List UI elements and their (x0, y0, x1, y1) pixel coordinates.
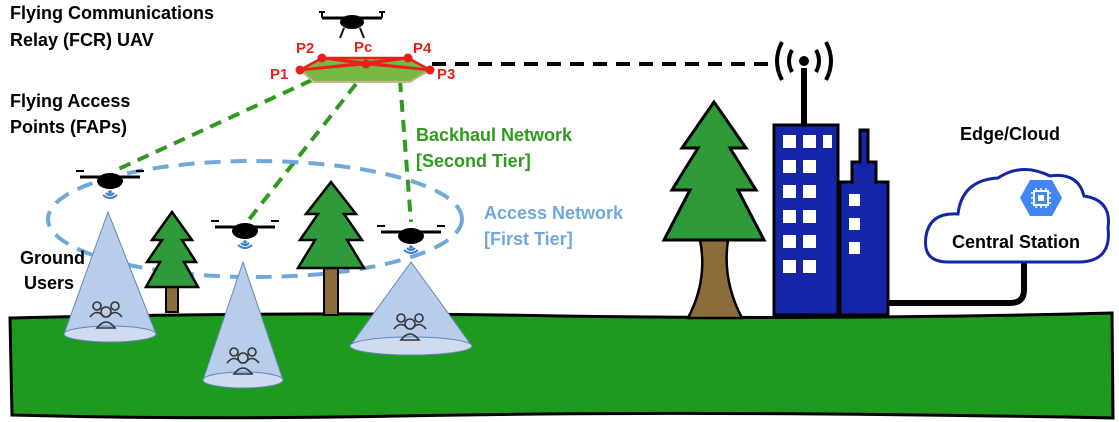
edge-cloud (923, 168, 1110, 264)
edge-cloud-label: Edge/Cloud (960, 124, 1060, 144)
backhaul-link-fap2 (245, 82, 358, 224)
access-label-line2: [First Tier] (484, 229, 573, 249)
access-network-ellipse (46, 159, 464, 279)
label-p3: P3 (437, 66, 455, 83)
label-p1: P1 (270, 66, 288, 83)
ground-users-line1: Ground (20, 248, 85, 268)
fcr-label-line1: Flying Communications (10, 3, 214, 23)
ground (8, 311, 1115, 420)
tree-small-left (143, 209, 201, 313)
coverage-cone-2 (202, 260, 284, 389)
central-station-label: Central Station (952, 232, 1080, 252)
coverage-cone-3 (349, 261, 473, 356)
fap-drone-icon (211, 220, 279, 249)
building-tall (772, 123, 840, 317)
tree-large-right (661, 99, 767, 320)
point-p1 (295, 65, 305, 75)
building-short (838, 128, 890, 317)
backhaul-label-line1: Backhaul Network (416, 125, 573, 145)
label-pc: Pc (354, 39, 372, 56)
ground-users-line2: Users (24, 273, 74, 293)
point-p2 (317, 53, 327, 63)
backhaul-link-fap3 (398, 79, 413, 223)
coverage-cone-1 (63, 210, 157, 343)
label-p4: P4 (413, 40, 432, 57)
tree-medium-center (295, 179, 367, 316)
fcr-drone-icon (319, 11, 385, 39)
point-p3 (425, 65, 435, 75)
fap-drone-icon (377, 225, 445, 254)
label-p2: P2 (296, 40, 314, 57)
chip-icon (1020, 180, 1062, 216)
fcr-trajectory (295, 53, 435, 83)
fcr-label-line2: Relay (FCR) UAV (10, 30, 154, 50)
antenna-tower (775, 41, 833, 126)
fap-label-line1: Flying Access (10, 91, 130, 111)
fap-drone-icon (76, 170, 144, 199)
backhaul-links (111, 78, 413, 224)
fap-label-line2: Points (FAPs) (10, 117, 127, 137)
point-p4 (403, 53, 413, 63)
access-label-line1: Access Network (484, 203, 624, 223)
backhaul-link-fap1 (111, 78, 313, 174)
users-icon (89, 301, 427, 375)
point-pc (361, 59, 371, 69)
station-cable (888, 255, 1027, 306)
backhaul-label-line2: [Second Tier] (416, 151, 531, 171)
